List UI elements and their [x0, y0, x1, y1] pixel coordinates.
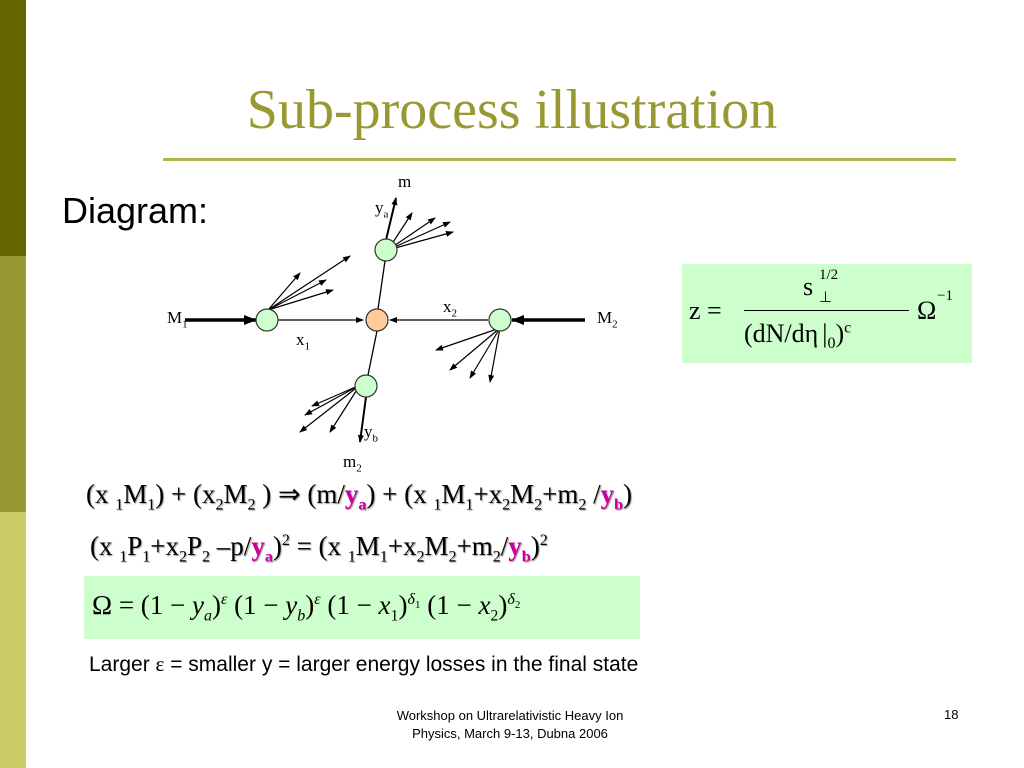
label-ya: ya	[375, 198, 389, 221]
ya-highlight: ya	[344, 479, 367, 514]
ya-highlight-2: ya	[251, 531, 273, 566]
node-center	[365, 308, 389, 332]
formula-z-numerator: s	[803, 272, 814, 301]
fan-left-1	[267, 272, 301, 311]
process-diagram	[185, 197, 585, 443]
label-m2: m2	[343, 452, 362, 475]
footer-line-1: Workshop on Ultrarelativistic Heavy Ion	[396, 708, 624, 723]
label-M2: M2	[597, 308, 618, 331]
fan-left-2	[267, 255, 351, 311]
fan-right-3	[469, 327, 501, 379]
formula-z-num-sup: 1/2	[819, 267, 839, 283]
yb-highlight: yb	[600, 479, 623, 514]
node-left	[255, 308, 279, 332]
sidebar-stripe	[0, 0, 26, 768]
formula-z-denominator: (dN/dη|0)c	[744, 319, 852, 353]
fan-bottom-1	[299, 384, 361, 433]
title-underline	[163, 158, 956, 161]
fan-bottom-3	[311, 384, 361, 407]
label-m-top: m	[398, 172, 412, 191]
label-yb: yb	[364, 422, 378, 445]
fan-bottom-4	[329, 384, 361, 433]
fan-bottom-2	[304, 384, 361, 416]
formula-z-omega: Ω	[917, 296, 937, 325]
fan-left-3	[267, 279, 327, 311]
fan-right-2	[449, 327, 501, 371]
fraction-bar	[744, 310, 909, 311]
formula-omega: Ω = (1 − ya)ε (1 − yb)ε (1 − x1)δ1 (1 − …	[92, 590, 521, 625]
formula-omega-box: Ω = (1 − ya)ε (1 − yb)ε (1 − x1)δ1 (1 − …	[84, 576, 640, 639]
slide-title: Sub-process illustration	[246, 79, 778, 141]
yb-highlight-2: yb	[508, 531, 531, 566]
arrow-yb	[357, 396, 367, 443]
diagram-heading: Diagram:	[62, 190, 209, 231]
equation-2: (x 1P1+x2P2 –p/ya)2 = (x 1M1+x2M2+m2/yb)…	[90, 531, 548, 566]
formula-z-omega-sup: −1	[937, 288, 953, 304]
fan-right-4	[488, 327, 501, 383]
label-x2: x2	[443, 297, 457, 320]
footer-line-2: Physics, March 9-13, Dubna 2006	[412, 726, 608, 741]
node-bottom	[354, 374, 378, 398]
line-center-bottom	[367, 330, 378, 376]
formula-z-num-sub: ⊥	[819, 290, 833, 306]
slide-number: 18	[944, 707, 959, 722]
fan-top-3	[387, 221, 451, 251]
slide-footer: Workshop on Ultrarelativistic Heavy Ion …	[300, 707, 720, 743]
line-center-top	[377, 260, 386, 310]
equation-1: (x 1M1) + (x2M2 ) ⇒ (m/ya) + (x 1M1+x2M2…	[86, 479, 632, 514]
fan-right-1	[435, 327, 501, 351]
sidebar-block-mid	[0, 256, 26, 512]
formula-z-box: z = s 1/2 ⊥ (dN/dη|0)c Ω −1	[682, 264, 972, 363]
formula-z-lhs: z =	[689, 296, 722, 325]
label-M1: M1	[167, 308, 188, 331]
fan-top-4	[387, 230, 454, 251]
fan-left-4	[267, 289, 334, 311]
arrow-ya	[385, 197, 398, 241]
energy-loss-statement: Larger ε = smaller y = larger energy los…	[89, 652, 639, 676]
sidebar-block-light	[0, 512, 26, 768]
node-top	[374, 238, 398, 262]
label-x1: x1	[296, 330, 310, 353]
node-right	[488, 308, 512, 332]
sidebar-block-dark	[0, 0, 26, 256]
